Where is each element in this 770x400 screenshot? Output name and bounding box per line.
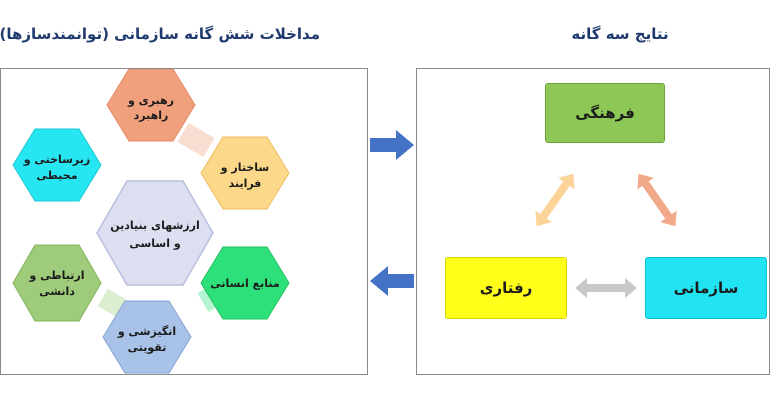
outcome-behavioral-label: رفتاری [479,279,533,297]
hexagon-lower-left-line2: دانشی [39,285,75,298]
hexagon-upper-right: ساختار و فرایند [200,136,290,210]
double-arrow-cultural-organizational-icon [637,173,677,227]
hexagon-lower-left-line1: ارتباطی و [28,269,84,282]
hexagon-bottom: انگیزشی و تقویتی [102,300,192,374]
hexagon-bottom-line2: تقویتی [128,341,167,354]
hexagon-lower-right-line1: منابع انسانی [210,277,279,290]
arrow-left-icon [370,266,414,296]
interventions-heading: مداخلات شش گانه سازمانی (توانمندسازها) [0,25,320,43]
hexagon-top: رهبری و راهبرد [106,68,196,142]
interventions-panel: رهبری و راهبرد زیرساختی و محیطی ساختار و… [0,68,368,375]
hexagon-upper-left-line2: محیطی [36,169,77,182]
hexagon-upper-left-line1: زیرساختی و [23,153,90,166]
outcome-organizational-box: سازمانی [645,257,767,319]
double-arrow-behavioral-organizational-icon [575,278,637,298]
outcome-cultural-box: فرهنگی [545,83,665,143]
outcomes-heading: نتایج سه گانه [571,25,669,43]
outcome-organizational-label: سازمانی [673,279,739,297]
hexagon-diagram: رهبری و راهبرد زیرساختی و محیطی ساختار و… [12,68,290,374]
hexagon-center-line2: و اساسی [129,237,180,250]
hexagon-lower-left: ارتباطی و دانشی [12,244,102,322]
outcome-behavioral-box: رفتاری [445,257,567,319]
hexagon-upper-left: زیرساختی و محیطی [12,128,102,202]
double-arrow-cultural-behavioral-icon [535,173,575,227]
hexagon-upper-right-line2: فرایند [229,177,262,190]
hexagon-center-line1: ارزشهای بنیادین [110,219,199,232]
arrow-right-icon [370,130,414,160]
hexagon-lower-right: منابع انسانی [200,246,290,320]
hexagon-bottom-line1: انگیزشی و [117,325,176,338]
outcome-cultural-label: فرهنگی [575,104,635,122]
hexagon-upper-right-line1: ساختار و [220,161,270,174]
hexagon-top-line1: رهبری و [127,94,174,107]
hexagon-center: ارزشهای بنیادین و اساسی [96,180,214,286]
outcomes-panel: فرهنگی رفتاری سازمانی [416,68,770,375]
hexagon-top-line2: راهبرد [134,109,169,122]
